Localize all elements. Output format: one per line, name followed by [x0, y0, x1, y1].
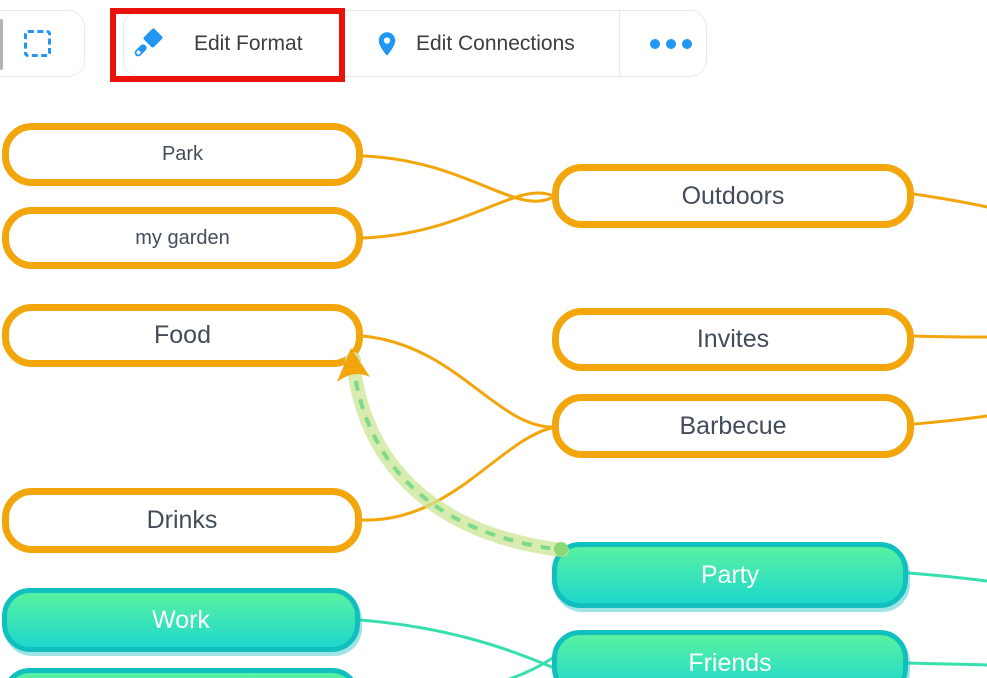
- node-my-garden[interactable]: my garden: [2, 207, 363, 269]
- node-label: my garden: [135, 226, 230, 249]
- relationship-highlight-band[interactable]: [346, 355, 569, 557]
- node-barbecue[interactable]: Barbecue: [552, 394, 914, 458]
- node-label: Outdoors: [681, 181, 785, 210]
- ellipsis-icon: [666, 38, 676, 49]
- map-pin-icon[interactable]: [374, 27, 400, 66]
- connection-outdoors-offscreen-right: [912, 192, 987, 209]
- node-label: Park: [161, 143, 204, 165]
- selection-marquee-icon[interactable]: [24, 30, 51, 57]
- node-hidden-bottom[interactable]: [2, 668, 360, 678]
- toolbar-divider: [619, 11, 620, 76]
- connection-barbecue-offscreen-right: [912, 414, 987, 426]
- node-party[interactable]: Party: [552, 542, 908, 608]
- node-invites[interactable]: Invites: [552, 308, 914, 371]
- ellipsis-icon: [682, 38, 692, 49]
- connection-invites-offscreen-right: [912, 334, 987, 339]
- select-tool-panel: [0, 10, 85, 77]
- node-park[interactable]: Park: [2, 123, 363, 186]
- connection-hidden-bottom-friends: [507, 655, 556, 678]
- connection-food-barbecue: [361, 334, 553, 429]
- connection-drinks-barbecue: [360, 426, 553, 522]
- node-outdoors[interactable]: Outdoors: [552, 164, 914, 228]
- connection-park-outdoors: [361, 154, 553, 203]
- node-label: Invites: [696, 325, 770, 353]
- more-options-button[interactable]: [634, 11, 708, 76]
- node-work[interactable]: Work: [2, 588, 360, 652]
- node-label: Drinks: [146, 506, 218, 534]
- connection-friends-offscreen-right: [906, 661, 987, 667]
- connection-my-garden-outdoors: [361, 191, 553, 240]
- toolbar-edge-divider: [0, 19, 3, 70]
- node-label: Food: [154, 321, 211, 349]
- node-friends[interactable]: Friends: [552, 630, 908, 678]
- edit-toolbar-panel: Edit Format Edit Connections: [123, 10, 707, 77]
- node-food[interactable]: Food: [2, 304, 363, 367]
- connection-work-friends: [358, 618, 556, 670]
- node-label: Work: [152, 605, 210, 634]
- relationship-dashed-line[interactable]: [351, 361, 563, 552]
- connection-party-offscreen-right: [906, 571, 987, 583]
- node-label: Friends: [688, 648, 772, 677]
- node-label: Party: [700, 560, 760, 589]
- edit-format-button[interactable]: Edit Format: [194, 32, 303, 55]
- ellipsis-icon: [650, 38, 660, 49]
- paint-brush-icon[interactable]: [129, 26, 165, 67]
- edit-connections-button[interactable]: Edit Connections: [416, 32, 575, 55]
- node-label: Barbecue: [679, 411, 787, 440]
- node-drinks[interactable]: Drinks: [2, 488, 362, 553]
